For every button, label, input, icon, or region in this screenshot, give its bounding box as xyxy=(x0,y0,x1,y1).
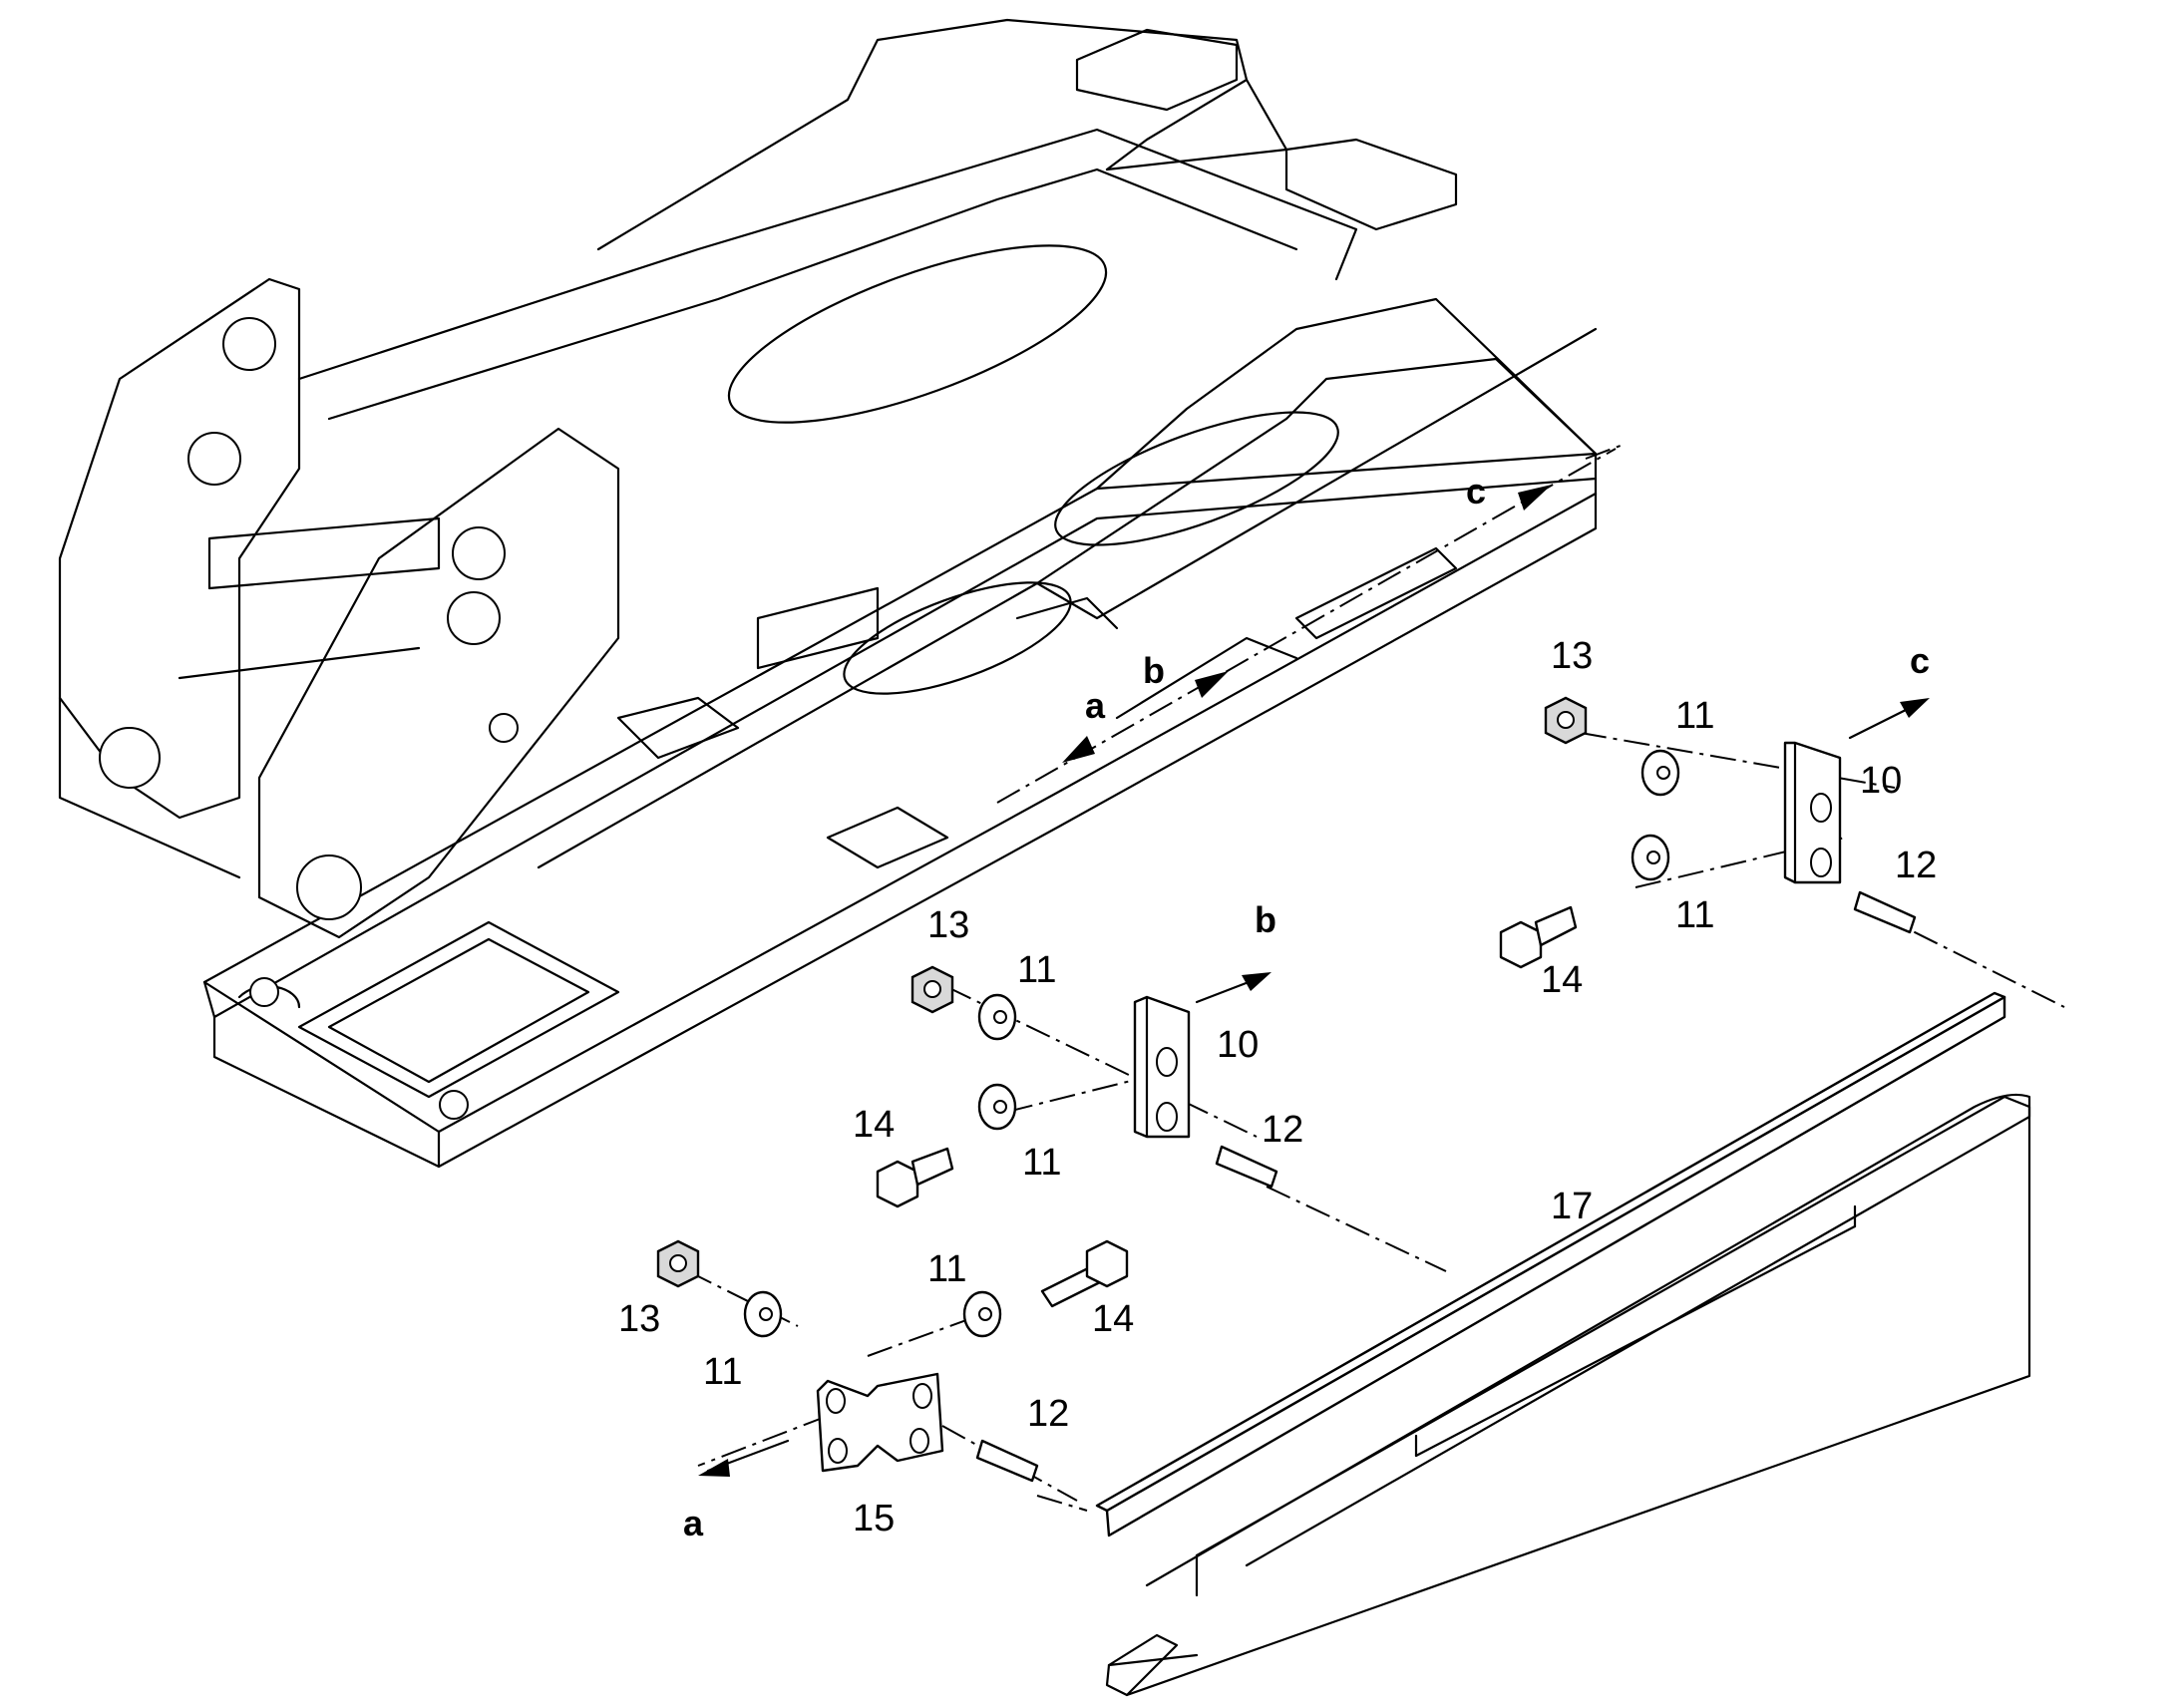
callout-mid-bolt: 14 xyxy=(853,1104,895,1146)
stud-icon xyxy=(975,1439,1039,1483)
part-ref-b: b xyxy=(1255,899,1276,940)
part-ref-c: c xyxy=(1910,640,1930,681)
assembly-lower-left xyxy=(656,1239,1129,1502)
assembly-upper-right xyxy=(1499,696,1930,969)
callout-ll-bolt: 14 xyxy=(1092,1298,1134,1340)
callout-mid-stud: 12 xyxy=(1262,1109,1303,1151)
arrow-b-icon xyxy=(1242,972,1272,991)
callout-ur-bolt: 14 xyxy=(1541,959,1583,1001)
callout-mid-nut: 13 xyxy=(927,904,969,946)
callout-mid-washer-bottom: 11 xyxy=(1022,1142,1061,1184)
callout-ur-washer-bottom: 11 xyxy=(1675,894,1714,936)
arrow-c-icon xyxy=(1900,698,1930,718)
callout-ll-stud: 12 xyxy=(1027,1393,1069,1435)
frame-ref-b: b xyxy=(1143,650,1165,691)
bolt-icon xyxy=(876,1160,919,1208)
frame-arrow-a xyxy=(1062,736,1095,763)
callout-ll-nut: 13 xyxy=(618,1298,660,1340)
callout-mid-bracket: 10 xyxy=(1217,1024,1259,1066)
stud-icon xyxy=(1215,1145,1278,1189)
chassis-frame xyxy=(58,18,1627,1169)
assembly-middle xyxy=(876,965,1278,1208)
callout-mid-washer-top: 11 xyxy=(1017,949,1056,991)
stud-icon xyxy=(1853,890,1917,934)
frame-ref-a: a xyxy=(1085,685,1106,726)
callout-ur-nut: 13 xyxy=(1551,635,1593,677)
bolt-icon xyxy=(1499,920,1543,969)
callout-ll-washer-left: 11 xyxy=(703,1351,742,1393)
callout-ur-bracket: 10 xyxy=(1860,760,1902,802)
arrow-a-icon xyxy=(698,1459,730,1477)
frame-arrow-b xyxy=(1195,671,1229,698)
part-ref-a: a xyxy=(683,1503,704,1543)
callout-ll-washer-mid: 11 xyxy=(927,1248,966,1290)
frame-arrow-c xyxy=(1518,485,1552,511)
callout-ur-washer-top: 11 xyxy=(1675,695,1714,737)
callout-ll-bracket: 15 xyxy=(853,1498,895,1539)
callout-ur-stud: 12 xyxy=(1895,845,1937,886)
step-bar xyxy=(1095,991,2031,1697)
callout-step-bar: 17 xyxy=(1551,1186,1593,1227)
frame-ref-c: c xyxy=(1466,471,1486,512)
